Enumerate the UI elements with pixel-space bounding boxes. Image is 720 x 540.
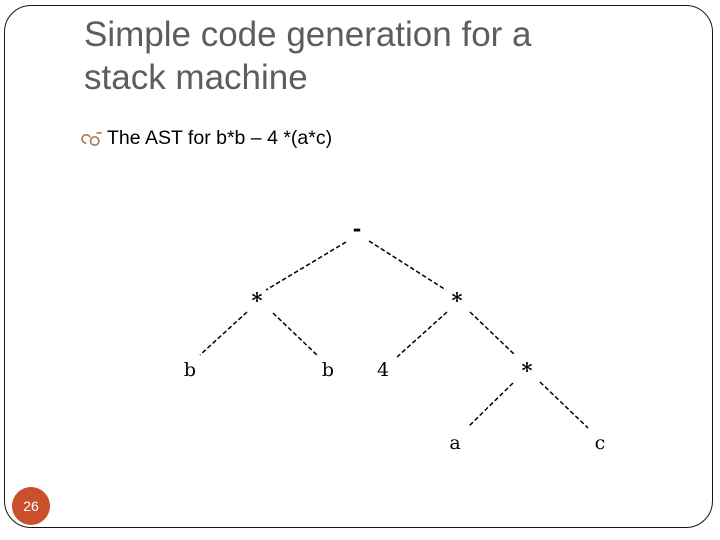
tree-edge-mul-bottom-to-a <box>467 382 514 428</box>
ast-node-a: a <box>449 432 460 454</box>
ast-node-4: 4 <box>377 359 389 381</box>
tree-edge-mul-right-to-mul-bottom <box>469 311 516 356</box>
tree-edge-mul-left-to-b-right <box>272 312 319 357</box>
ast-node-c: c <box>595 432 606 454</box>
tree-edge-mul-left-to-b-left <box>199 311 248 356</box>
ast-node-mul-right: * <box>452 288 463 313</box>
bullet-text: The AST for b*b – 4 *(a*c) <box>107 127 333 149</box>
slide-title-line2: stack machine <box>84 58 308 97</box>
ast-node-mul-left: * <box>252 288 263 313</box>
slide-title-line1: Simple code generation for a <box>84 15 532 54</box>
page-number: 26 <box>23 498 39 514</box>
page-number-badge: 26 <box>12 487 50 525</box>
tree-edge-mul-right-to-4 <box>396 311 448 358</box>
slide-border <box>4 5 713 528</box>
ast-node-mul-bottom: * <box>522 358 533 383</box>
bullet-item: The AST for b*b – 4 *(a*c) <box>79 125 332 152</box>
ast-node-minus-root: - <box>353 216 362 241</box>
ast-node-b-right: b <box>322 359 334 381</box>
tree-edge-mul-bottom-to-c <box>539 381 589 429</box>
tree-edge-root-to-mul-left <box>265 241 347 291</box>
tree-edge-root-to-mul-right <box>368 240 447 291</box>
slide-title: Simple code generation for a stack machi… <box>84 13 532 99</box>
ast-node-b-left: b <box>184 359 196 381</box>
double-loop-bullet-icon <box>81 131 102 146</box>
